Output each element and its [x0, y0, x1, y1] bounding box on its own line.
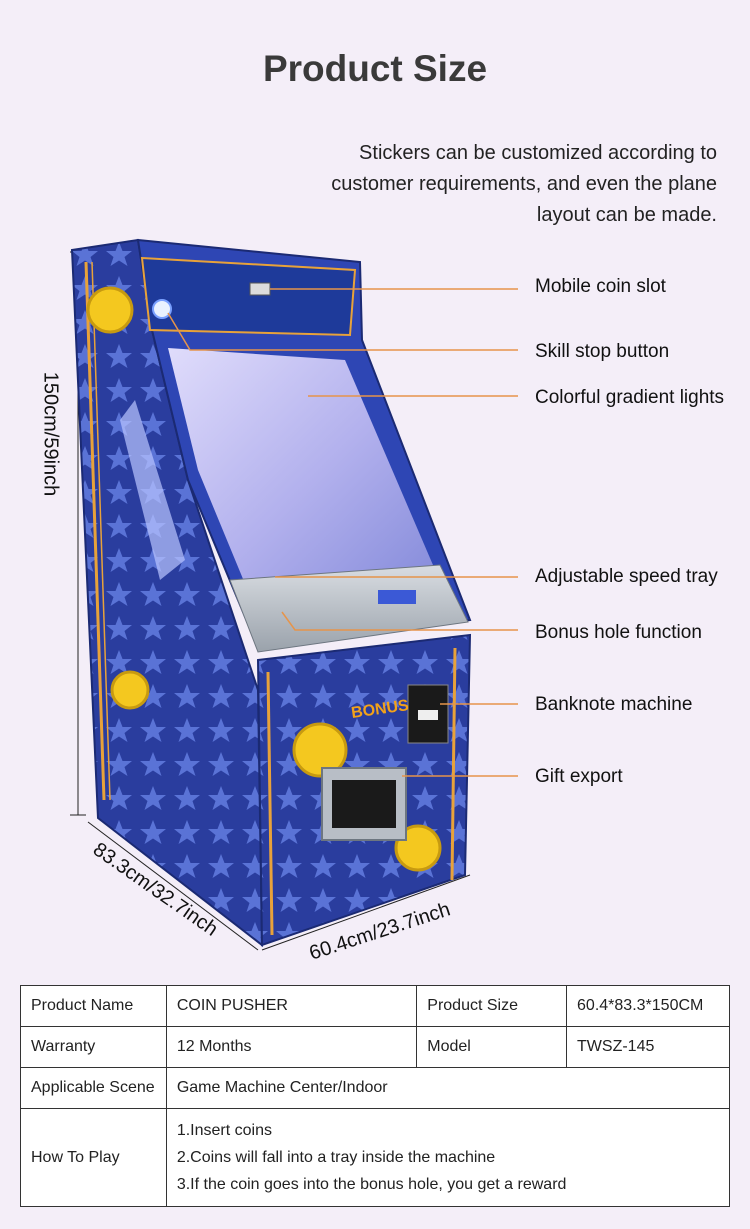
warranty-value: 12 Months	[165, 1026, 418, 1068]
product-name-value: COIN PUSHER	[165, 985, 418, 1027]
model-value: TWSZ-145	[566, 1026, 730, 1068]
callout-gift-export: Gift export	[535, 766, 623, 787]
how-to-play-label: How To Play	[20, 1108, 167, 1207]
machine-illustration: BONUS	[70, 238, 518, 951]
height-dimension: 150cm/59inch	[39, 371, 62, 497]
callout-skill-stop-button: Skill stop button	[535, 341, 670, 362]
product-name-label: Product Name	[20, 985, 167, 1027]
callout-colorful-gradient-lights: Colorful gradient lights	[535, 387, 725, 408]
callout-adjustable-speed-tray: Adjustable speed tray	[535, 566, 718, 587]
play-step: 2.Coins will fall into a tray inside the…	[176, 1149, 496, 1166]
how-to-play-steps: 1.Insert coins 2.Coins will fall into a …	[165, 1108, 731, 1207]
warranty-label: Warranty	[20, 1026, 167, 1068]
page-title: Product Size	[262, 48, 488, 89]
table-row: How To Play 1.Insert coins 2.Coins will …	[20, 1108, 731, 1207]
coin-decorations	[86, 286, 442, 872]
glass-window	[168, 348, 448, 625]
play-step: 1.Insert coins	[176, 1122, 272, 1139]
product-size-value: 60.4*83.3*150CM	[566, 985, 730, 1027]
callout-mobile-coin-slot: Mobile coin slot	[535, 276, 666, 297]
customization-note: Stickers can be customized according to …	[331, 142, 717, 226]
play-step: 3.If the coin goes into the bonus hole, …	[176, 1176, 567, 1193]
model-label: Model	[416, 1026, 568, 1068]
table-row: Warranty 12 Months Model TWSZ-145	[20, 1026, 730, 1068]
scene-label: Applicable Scene	[20, 1067, 167, 1109]
scene-value: Game Machine Center/Indoor	[165, 1067, 731, 1109]
callout-leader-lines	[167, 288, 518, 777]
table-row: Applicable Scene Game Machine Center/Ind…	[20, 1067, 731, 1109]
product-size-label: Product Size	[416, 985, 568, 1027]
skill-stop-button-illustration	[152, 299, 172, 319]
table-row: Product Name COIN PUSHER Product Size 60…	[20, 985, 730, 1027]
callout-banknote-machine: Banknote machine	[535, 694, 693, 715]
spec-table: Product Name COIN PUSHER Product Size 60…	[20, 985, 731, 1207]
callout-bonus-hole-function: Bonus hole function	[535, 622, 702, 643]
marquee-panel	[140, 256, 357, 337]
